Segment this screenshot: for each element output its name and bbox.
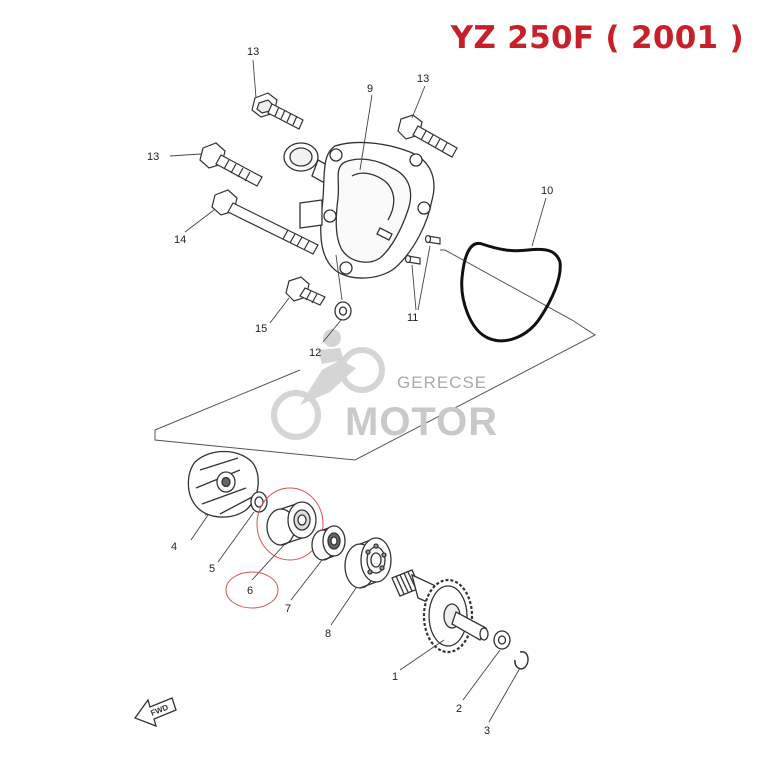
callout-12: 12 xyxy=(309,347,321,359)
callout-4: 4 xyxy=(171,541,177,553)
callout-13-top: 13 xyxy=(247,46,259,58)
fwd-arrow-icon xyxy=(133,697,177,728)
washer-12 xyxy=(334,301,352,321)
watermark-logo xyxy=(271,329,385,440)
gasket-o-ring xyxy=(460,241,562,343)
watermark-line2: MOTOR xyxy=(345,400,498,444)
bolt-14 xyxy=(211,189,319,255)
callout-11: 11 xyxy=(407,312,418,324)
callout-6: 6 xyxy=(247,585,253,597)
impeller xyxy=(187,450,259,518)
mechanical-seal xyxy=(266,501,317,546)
pump-cover xyxy=(283,141,435,279)
highlight-circle-callout-6 xyxy=(225,571,279,609)
bolt-15 xyxy=(285,276,326,306)
bolt-13-left xyxy=(199,142,263,187)
impeller-shaft-gear xyxy=(391,569,489,654)
callout-5: 5 xyxy=(209,563,215,575)
bolt-13-top xyxy=(251,92,304,130)
callout-13-left: 13 xyxy=(147,151,159,163)
callout-15: 15 xyxy=(255,323,267,335)
callout-8: 8 xyxy=(325,628,331,640)
oil-seal xyxy=(311,525,346,561)
callout-14: 14 xyxy=(174,234,186,246)
callout-13-right: 13 xyxy=(417,73,429,85)
highlight-circle-seal xyxy=(256,487,324,561)
callout-1: 1 xyxy=(392,671,398,683)
watermark-line1: GERECSE xyxy=(397,373,487,392)
callout-7: 7 xyxy=(285,603,291,615)
callout-3: 3 xyxy=(484,725,490,737)
diagram-title: YZ 250F ( 2001 ) xyxy=(450,20,744,56)
callout-10: 10 xyxy=(541,185,553,197)
dowel-pins xyxy=(404,234,441,265)
circlip-3 xyxy=(514,651,529,670)
callout-2: 2 xyxy=(456,703,462,715)
bolt-13-right xyxy=(397,114,458,158)
callout-9: 9 xyxy=(367,83,373,95)
washer-2 xyxy=(493,630,511,650)
bearing xyxy=(344,537,392,589)
washer-5 xyxy=(250,491,268,513)
leader-lines xyxy=(169,59,547,723)
